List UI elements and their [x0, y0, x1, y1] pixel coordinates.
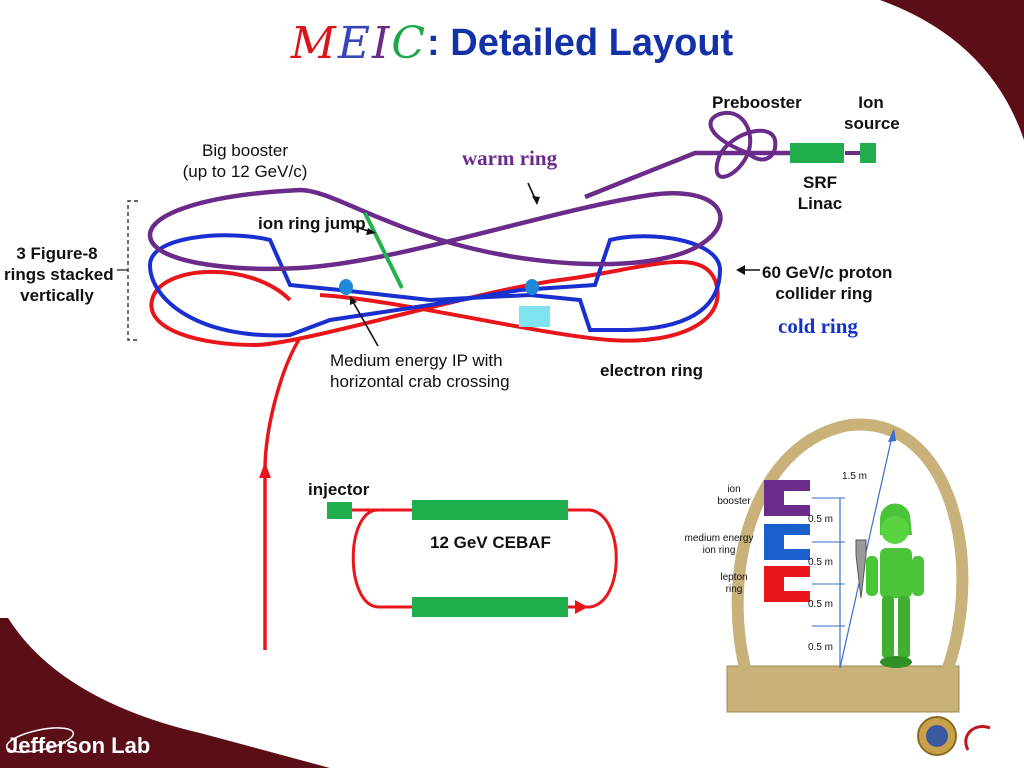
crab-cavity: [519, 306, 550, 327]
warm-ring-label: warm ring: [462, 146, 558, 170]
big-booster-label: Big booster(up to 12 GeV/c): [182, 141, 308, 181]
injector-block: [327, 502, 352, 519]
tunnel-wall: [731, 418, 969, 670]
radius-label: 1.5 m: [842, 471, 868, 482]
ion-ring-jump-line: [363, 212, 404, 289]
jsa-logo: [964, 725, 991, 751]
electron-ring: [149, 260, 720, 348]
stack-bracket: [127, 200, 138, 341]
cebaf-racetrack: [351, 508, 618, 609]
ip-marker-right: [525, 279, 539, 295]
electron-ring-label: electron ring: [600, 361, 703, 380]
ion-source-block: [860, 143, 876, 163]
electron-transfer-arrow: [259, 462, 271, 478]
left-side-band: [0, 0, 8, 620]
ion-ring-jump-label: ion ring jump: [258, 214, 366, 233]
lepton-ring-magnet: [764, 566, 810, 602]
warm-ring-arrowhead: [532, 196, 540, 205]
spacing-label-4: 0.5 m: [808, 642, 834, 653]
warm-transfer-line: [584, 150, 790, 200]
meic-logo-text: MEIC: [290, 18, 428, 69]
proton-ring: [147, 233, 723, 338]
slide-title: MEIC: Detailed Layout: [0, 18, 1024, 69]
cold-ring-label: cold ring: [778, 314, 858, 338]
prebooster-loop: [708, 110, 778, 179]
jump-arrowhead: [366, 228, 376, 235]
spacing-label-2: 0.5 m: [808, 557, 834, 568]
cebaf-linac-top: [412, 500, 568, 520]
jefferson-lab-logo-text: Jefferson Lab: [6, 733, 151, 758]
cebaf-label: 12 GeV CEBAF: [430, 533, 551, 552]
cebaf-linac-bottom: [412, 597, 568, 617]
spacing-label-3: 0.5 m: [808, 599, 834, 610]
cebaf-arrow: [575, 600, 588, 614]
injector-label: injector: [308, 480, 370, 499]
electron-transfer-line: [263, 337, 302, 650]
ip-marker-left: [339, 279, 353, 295]
prebooster-label: Prebooster: [712, 93, 802, 112]
radius-arrowhead: [888, 428, 896, 442]
proton-arrowhead: [736, 265, 745, 275]
tunnel-floor: [726, 665, 960, 713]
doe-seal-inner: [926, 725, 948, 747]
ion-booster-ring: [147, 187, 723, 272]
title-text: : Detailed Layout: [427, 22, 734, 64]
jefferson-lab-logo-swirl: [5, 727, 75, 753]
top-right-swoosh: [880, 0, 1024, 140]
ion-booster-magnet: [764, 480, 810, 516]
ip-arrow: [351, 299, 379, 347]
bottom-left-frame: [0, 618, 330, 768]
spacing-label-1: 0.5 m: [808, 514, 834, 525]
ion-ring-magnet: [764, 524, 810, 560]
srf-linac-block: [790, 143, 844, 163]
ip-arrowhead: [350, 296, 357, 305]
worker-figure: [855, 503, 924, 668]
